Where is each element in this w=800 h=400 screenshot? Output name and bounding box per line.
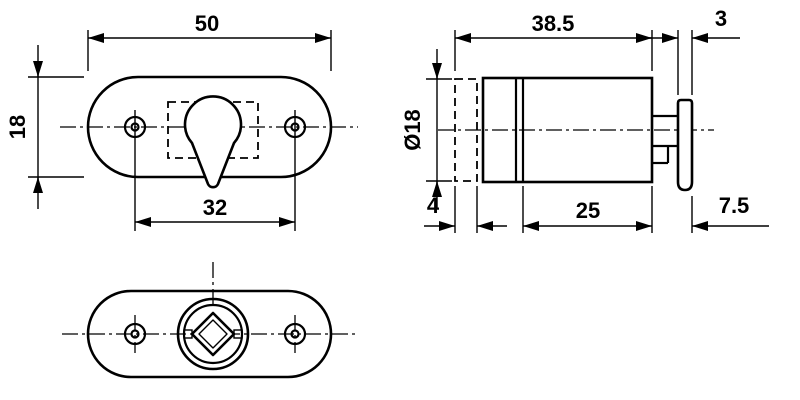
- dim-label-offset: 7.5: [719, 193, 750, 218]
- dim-total-length: 38.5: [454, 11, 653, 71]
- dim-catch-thickness: 3: [648, 6, 740, 95]
- dim-hole-spacing: 32: [135, 195, 295, 227]
- side-view: 38.5 3 Ø18 4: [400, 6, 769, 233]
- dim-label-height: 18: [5, 115, 30, 139]
- dim-label-diameter: Ø18: [400, 109, 425, 151]
- screw-hole-left-bottom-inner: [130, 329, 140, 339]
- dim-label-plate: 4: [427, 193, 440, 218]
- dim-diameter: Ø18: [400, 49, 452, 209]
- dim-plate-width: 50: [87, 11, 332, 71]
- keyhole-shape: [183, 95, 243, 189]
- dim-plate-thickness: 4: [424, 186, 507, 233]
- dim-body-length: 25: [522, 186, 653, 233]
- spindle-square-inner: [198, 319, 228, 349]
- dim-label-total: 38.5: [532, 11, 575, 36]
- dim-label-spacing: 32: [203, 195, 227, 220]
- dim-plate-height: 18: [5, 45, 84, 209]
- screw-hole-right-inner: [290, 122, 300, 132]
- dim-label-catch: 3: [715, 6, 727, 31]
- screw-hole-left-bottom: [123, 322, 147, 346]
- dim-label-body: 25: [576, 198, 600, 223]
- dim-catch-offset: 7.5: [691, 193, 769, 233]
- dim-label-width: 50: [195, 11, 219, 36]
- screw-hole-right-bottom: [283, 322, 307, 346]
- bottom-view: [62, 262, 356, 379]
- screw-hole-right-bottom-inner: [290, 329, 300, 339]
- front-view: 50 18 32: [5, 11, 358, 231]
- screw-hole-right: [283, 115, 307, 139]
- catch-blade: [676, 98, 694, 192]
- screw-hole-left: [123, 115, 147, 139]
- screw-hole-left-inner: [130, 122, 140, 132]
- spindle-square-hole: [190, 311, 236, 357]
